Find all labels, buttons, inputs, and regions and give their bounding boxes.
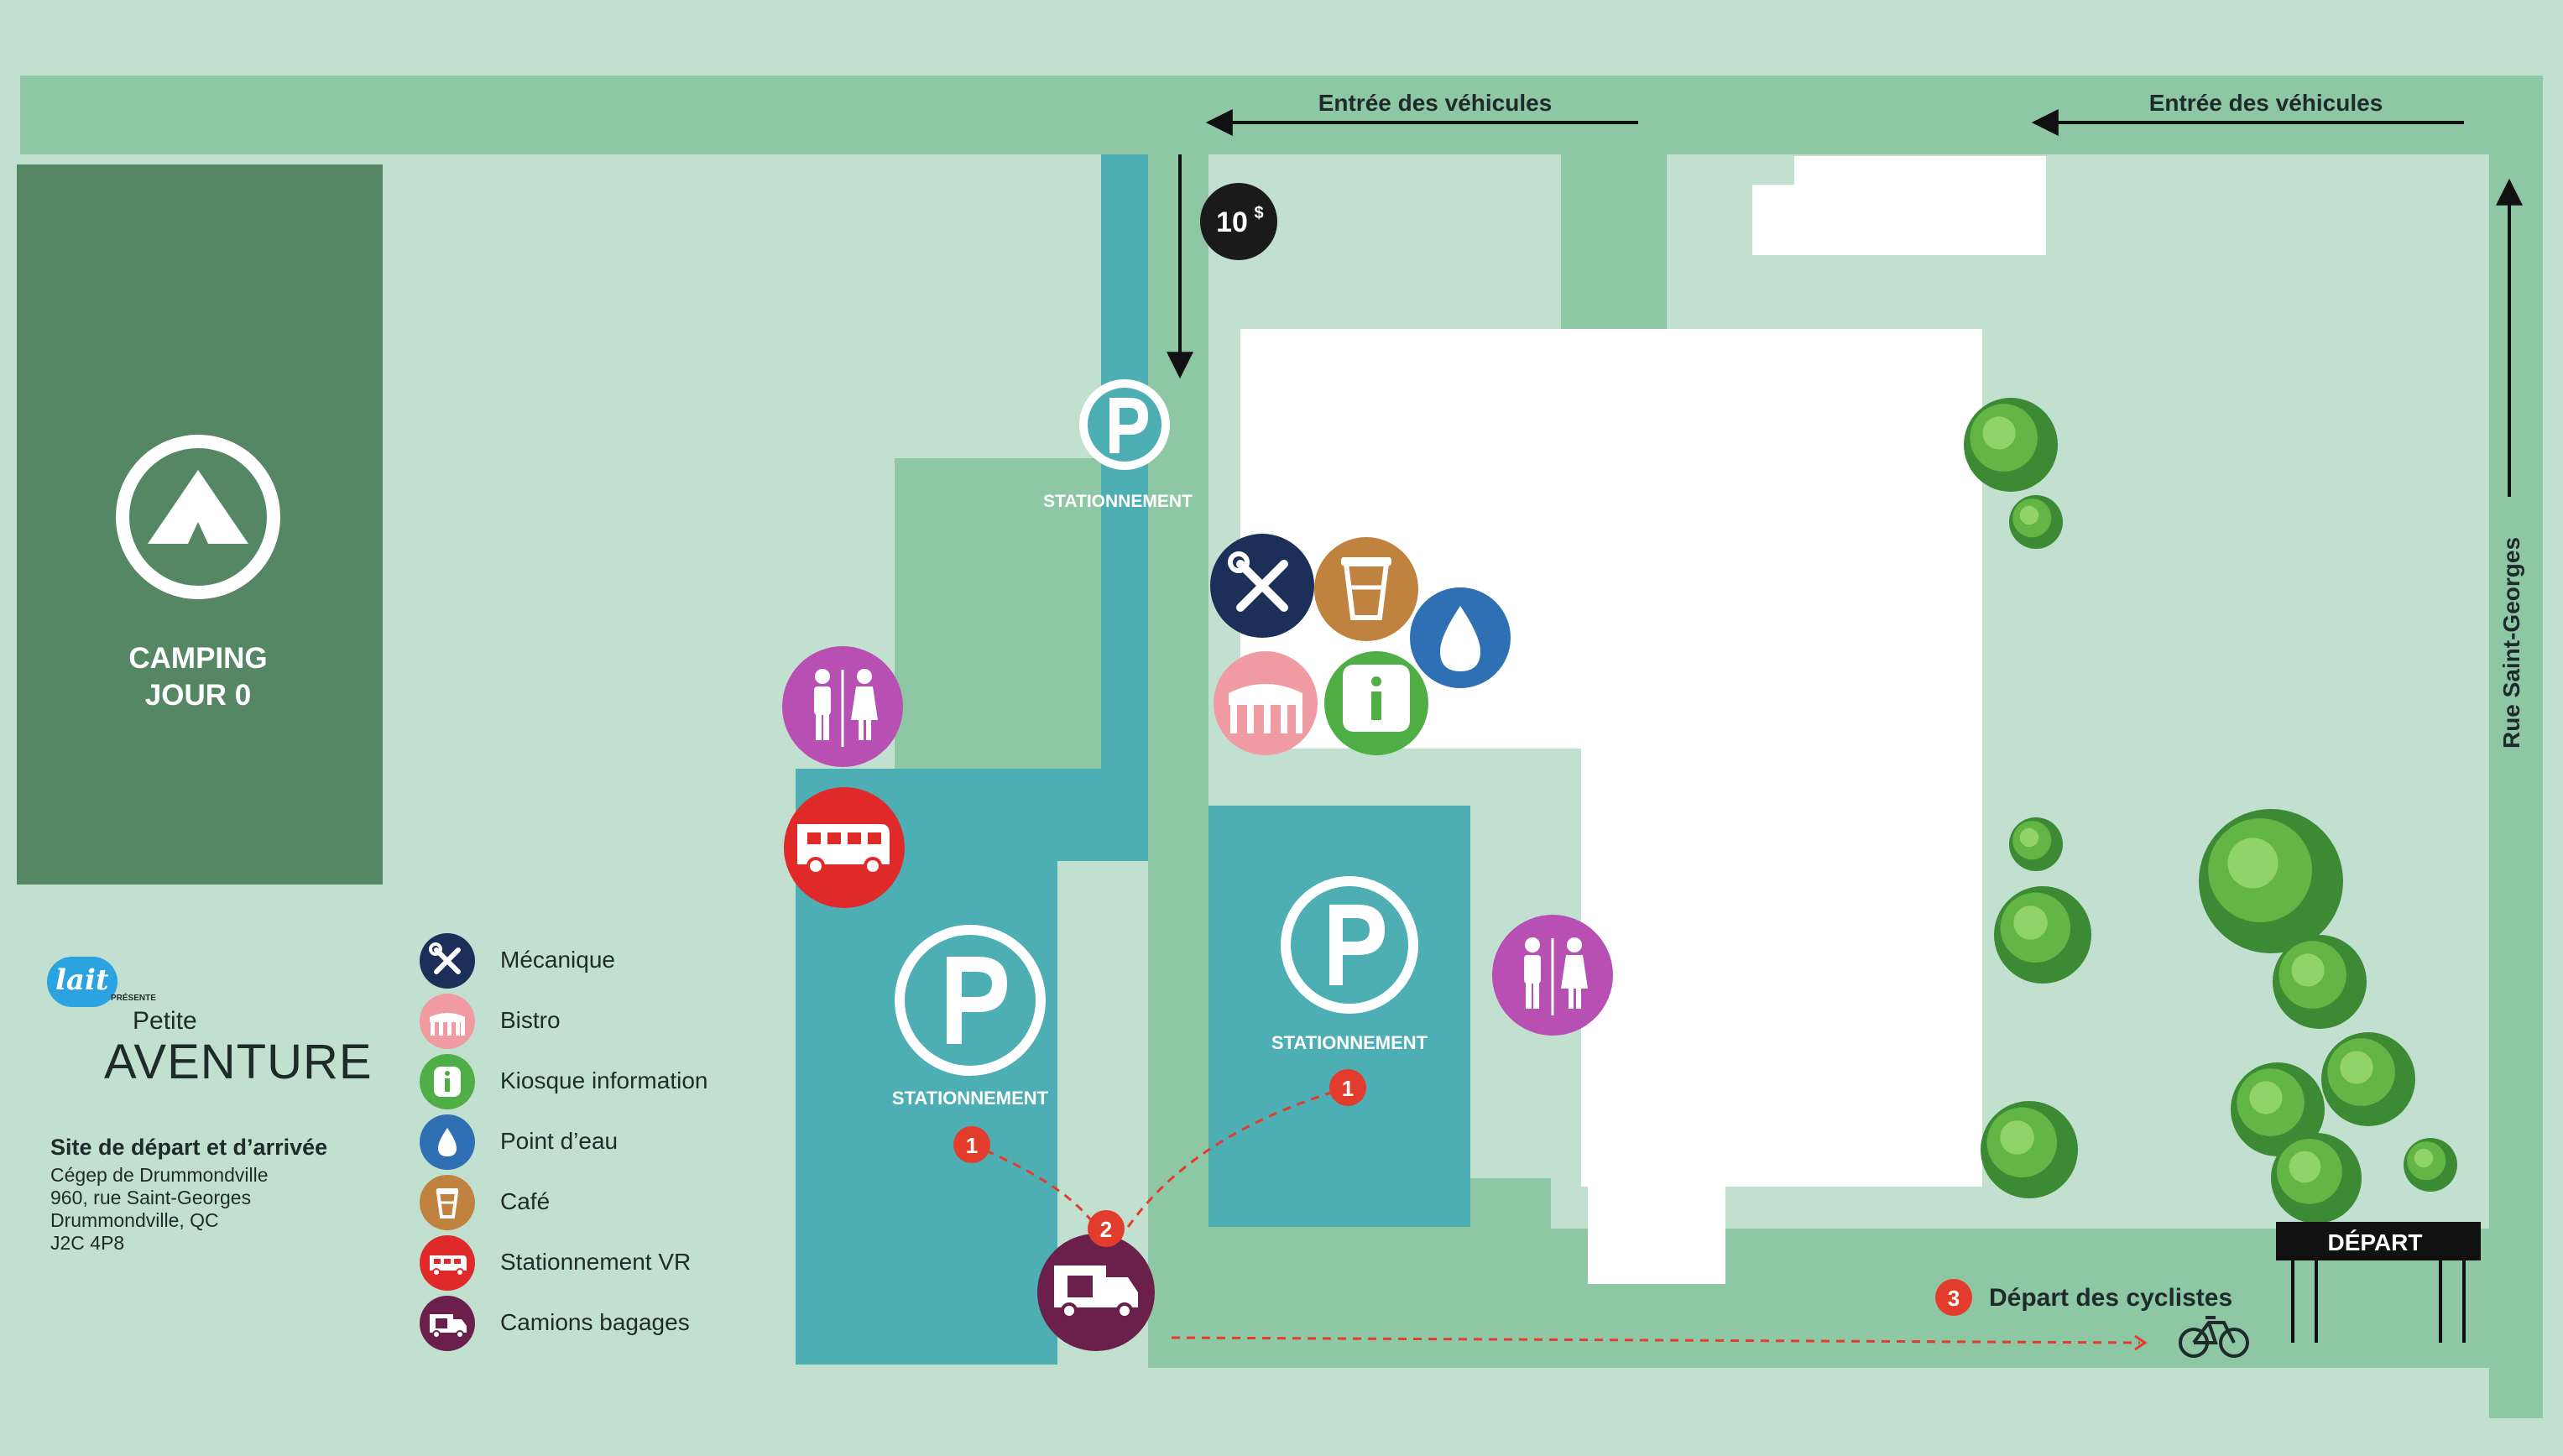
tree-highlight [2249, 1081, 2283, 1114]
route-path-cyclists [1171, 1336, 2141, 1344]
building-top-right [1794, 156, 2046, 255]
parking-label-left: STATIONNEMENT [892, 1088, 1049, 1109]
road-right [2489, 76, 2543, 1418]
street-name-label: Rue Saint-Georges [2498, 537, 2524, 749]
info-kiosk-icon [1324, 651, 1428, 755]
bicycle-icon [2179, 1316, 2249, 1358]
tree-highlight [2000, 1120, 2034, 1155]
cyclist-start-label: Départ des cyclistes [1989, 1284, 2232, 1312]
camping-label-line1: CAMPING [128, 642, 267, 675]
parking-fee-currency: $ [1254, 204, 1263, 222]
parking-sign-left [895, 925, 1046, 1076]
tree-highlight [2289, 1151, 2321, 1183]
svg-text:1: 1 [1342, 1076, 1354, 1101]
water-point-icon [1410, 587, 1511, 688]
parking-fee-amount: 10 [1216, 206, 1248, 238]
parking-fee-badge: 10 $ [1200, 183, 1277, 260]
svg-text:1: 1 [966, 1133, 978, 1158]
camping-label-line2: JOUR 0 [145, 679, 251, 712]
tree-highlight [2019, 827, 2039, 848]
route-marker-3: 3 [1935, 1279, 1972, 1316]
tree-highlight [2013, 905, 2048, 940]
parking-label-right: STATIONNEMENT [1271, 1032, 1428, 1053]
mechanic-icon [1210, 534, 1314, 638]
tent-icon [116, 435, 280, 599]
vehicle-entrance-label-1: Entrée des véhicules [1318, 90, 1553, 116]
route-path-left [971, 1143, 1098, 1228]
tree-highlight [2019, 505, 2039, 525]
parking-label-top: STATIONNEMENT [1043, 492, 1193, 511]
parking-right [1208, 806, 1470, 1227]
bistro-icon [1214, 651, 1318, 755]
parking-sign-right [1281, 876, 1418, 1014]
svg-text:3: 3 [1948, 1286, 1960, 1311]
building-top-right-wing [1752, 185, 1803, 255]
building-main-lower [1581, 638, 1982, 1187]
start-sign-label: DÉPART [2327, 1229, 2422, 1255]
cafe-icon [1314, 537, 1418, 641]
road-top [20, 76, 2543, 154]
route-arrow-cyclists [2134, 1334, 2148, 1351]
green-lot [895, 458, 1101, 772]
tree-highlight [2414, 1148, 2434, 1168]
parking-sign-top [1079, 379, 1170, 470]
tree-highlight [2227, 838, 2279, 889]
building-annex [1588, 1187, 1725, 1284]
route-marker-2: 2 [1088, 1210, 1125, 1247]
tree-highlight [2340, 1051, 2373, 1084]
route-marker-1-left: 1 [953, 1126, 990, 1163]
tree-highlight [1982, 416, 2016, 450]
restrooms-icon-right [1492, 915, 1613, 1036]
start-arch: DÉPART [2276, 1222, 2481, 1343]
tree-highlight [2291, 953, 2325, 987]
svg-text:2: 2 [1100, 1217, 1112, 1242]
route-marker-1-right: 1 [1329, 1069, 1366, 1106]
rv-parking-icon [784, 787, 905, 908]
baggage-truck-icon [1037, 1234, 1155, 1351]
vehicle-entrance-label-2: Entrée des véhicules [2149, 90, 2383, 116]
road-connector [1561, 154, 1667, 331]
trees [1964, 398, 2457, 1224]
parking-left [796, 861, 1057, 1365]
restrooms-icon-left [782, 646, 903, 767]
